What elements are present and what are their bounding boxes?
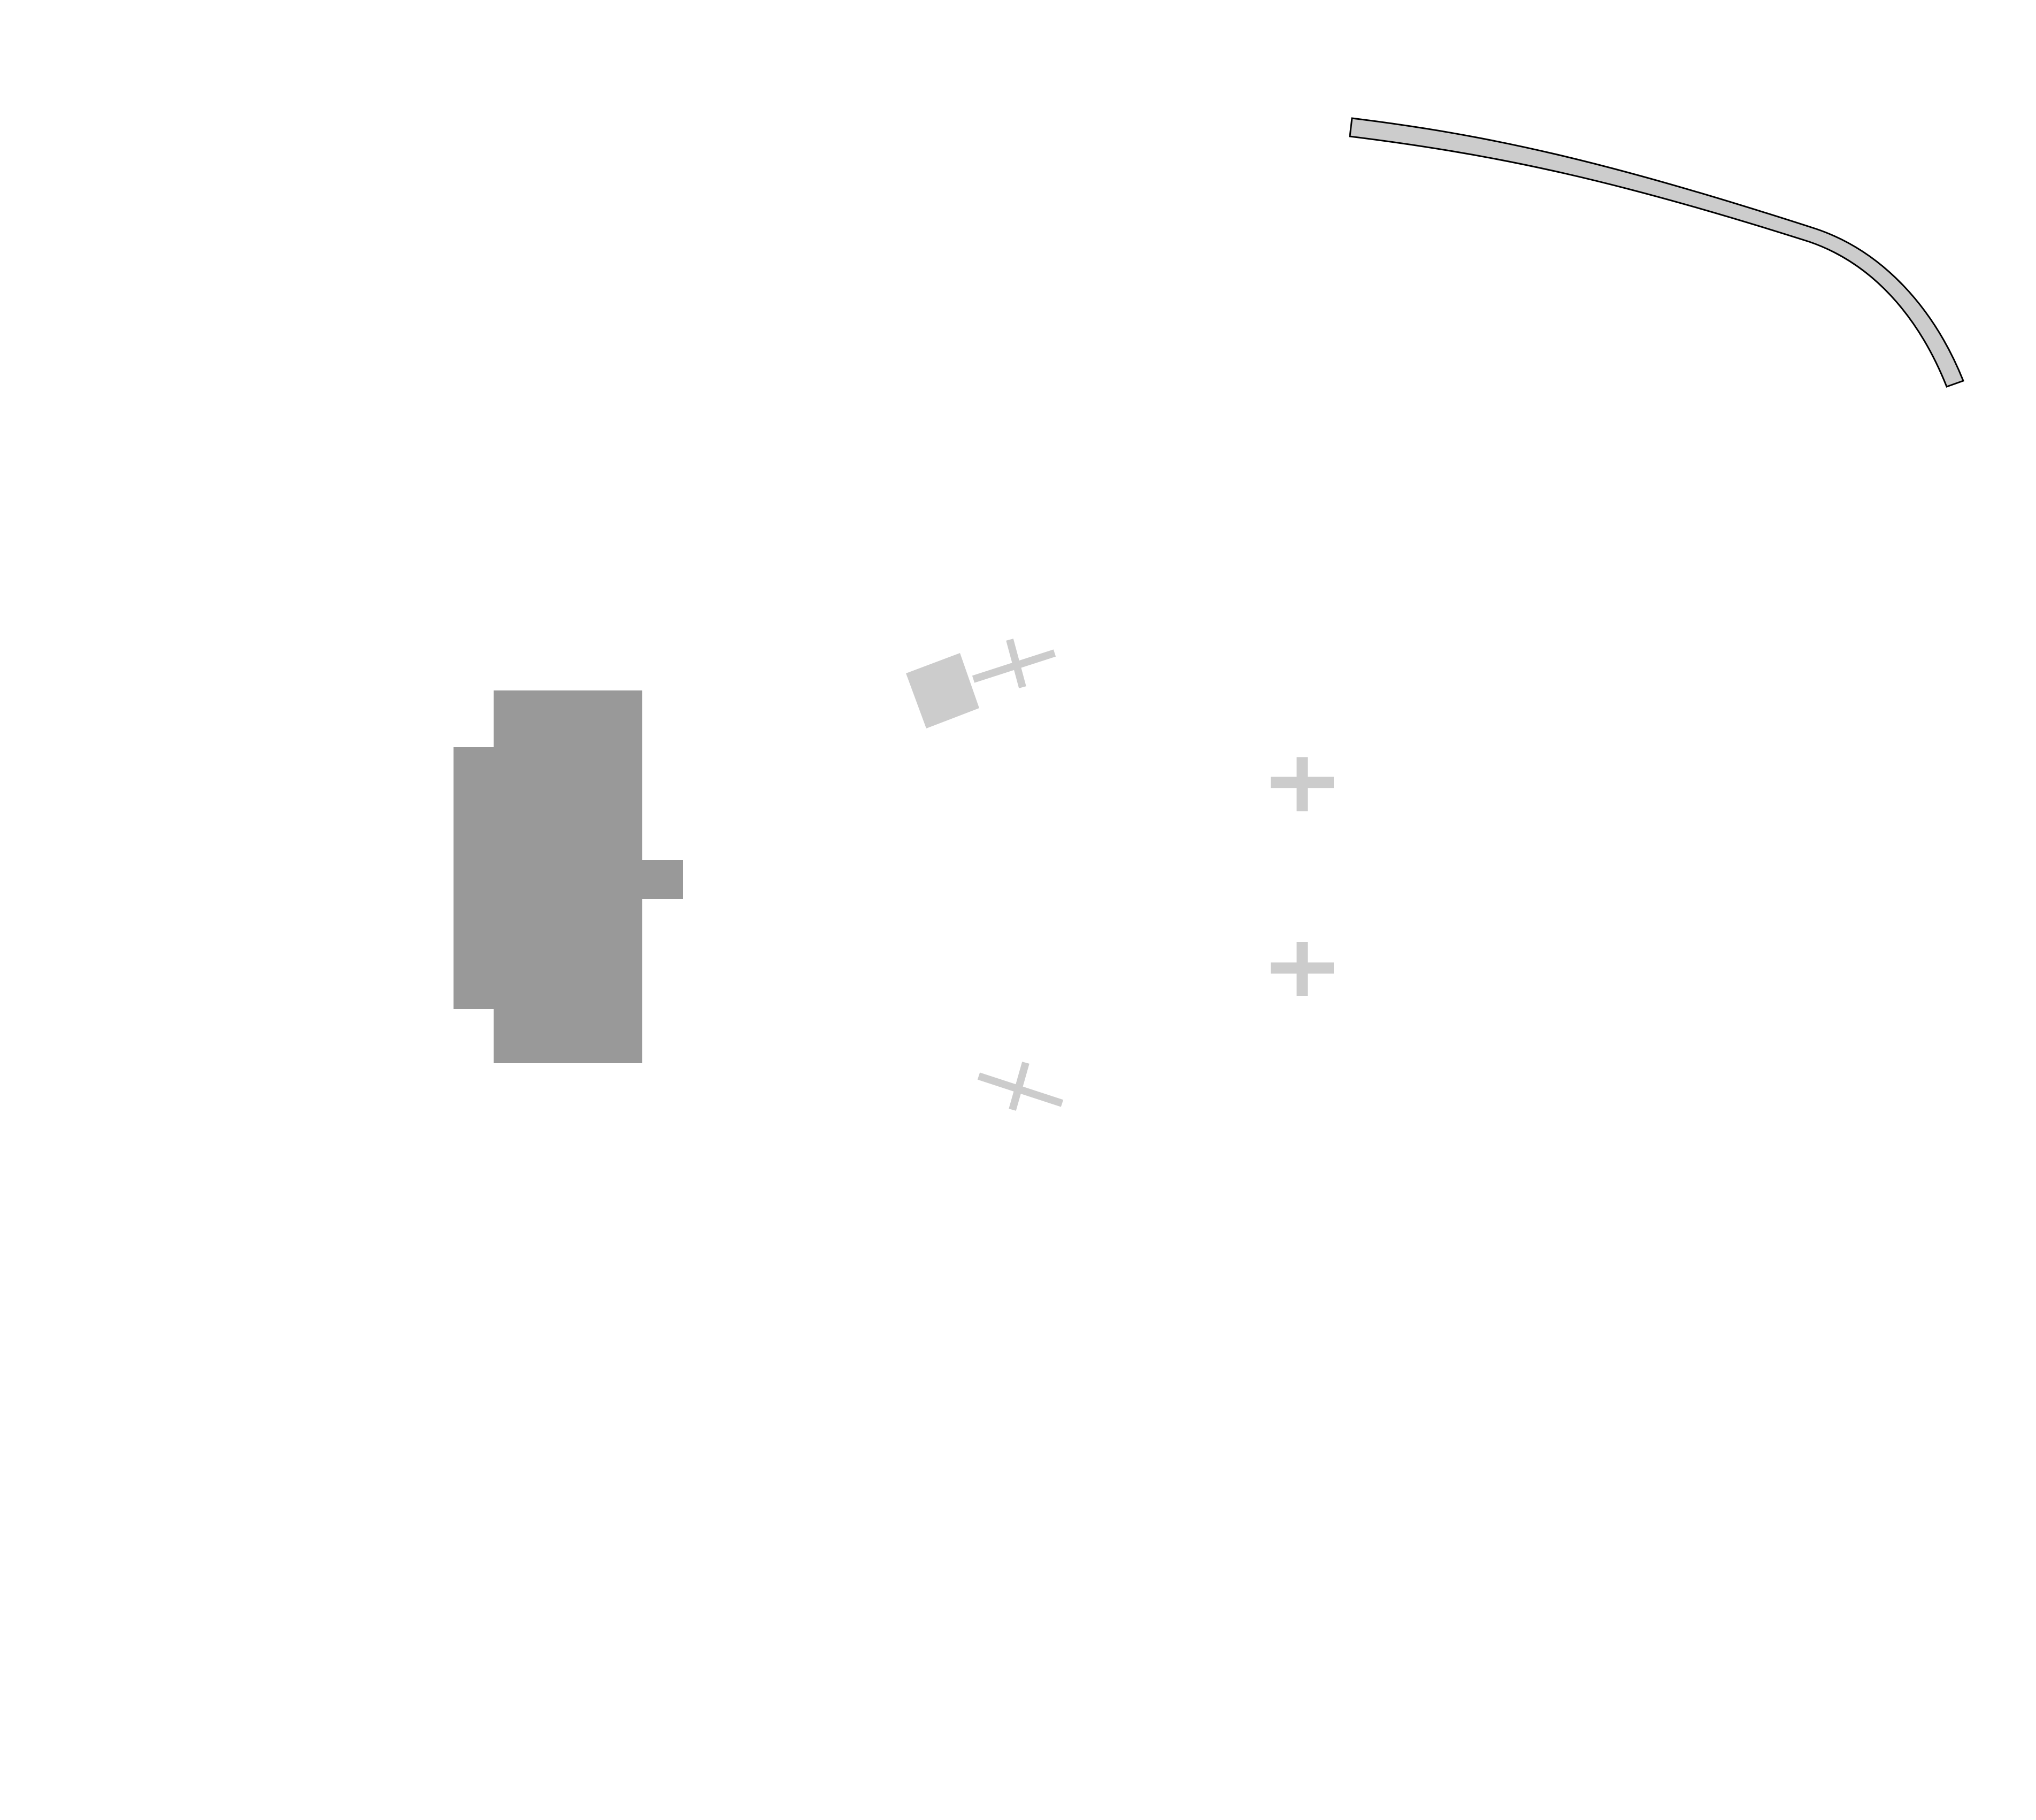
tilted-plus-icon <box>972 639 1056 688</box>
curved-rail-icon <box>1349 117 1964 388</box>
plus-icon <box>1271 942 1334 996</box>
rectangular-block-icon <box>454 690 683 1063</box>
tilted-plus-icon <box>977 1062 1064 1111</box>
plus-icon <box>1271 757 1334 811</box>
rotated-square-icon <box>906 653 979 728</box>
